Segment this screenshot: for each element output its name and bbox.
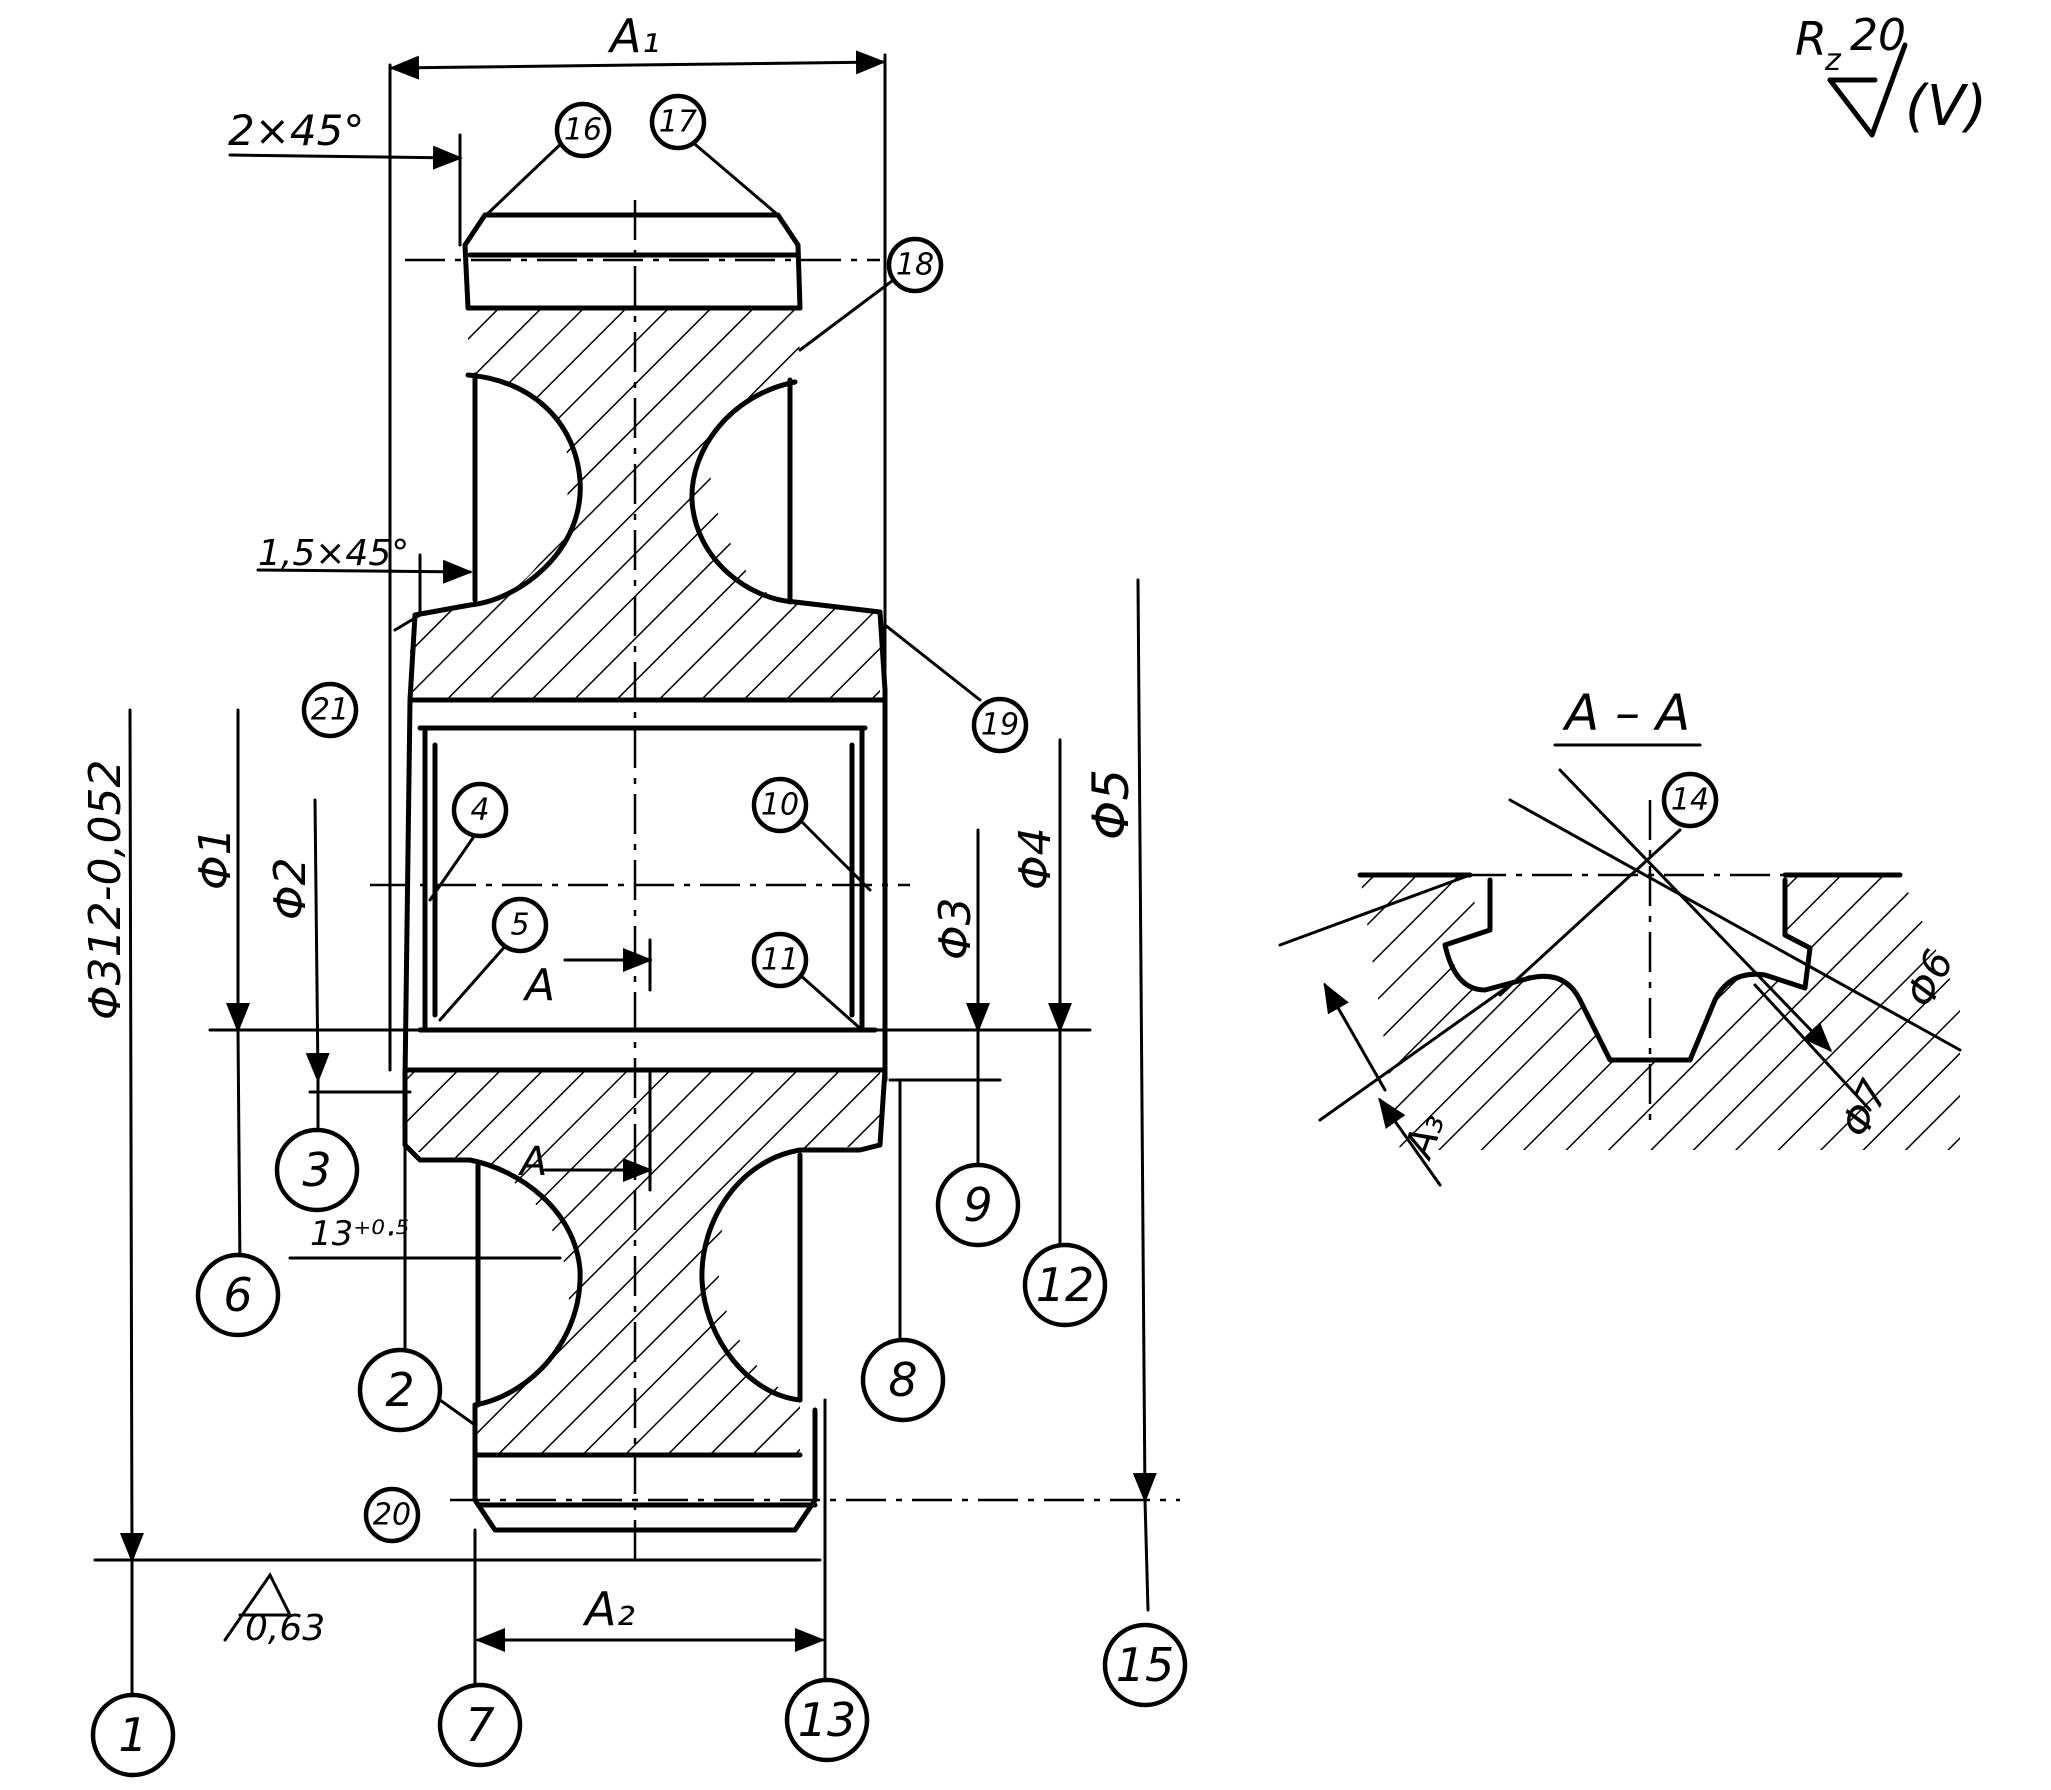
surface-bubble-17 bbox=[649, 93, 707, 151]
surface-bubble-6 bbox=[195, 1252, 281, 1338]
surface-number-1: 1 bbox=[118, 1708, 147, 1762]
surface-number-20: 20 bbox=[373, 1498, 411, 1533]
surface-bubble-16 bbox=[554, 101, 612, 159]
surface-bubble-13 bbox=[784, 1677, 870, 1763]
surface-bubble-4 bbox=[451, 781, 509, 839]
roughness-note: (V) bbox=[1905, 74, 1987, 139]
surface-bubble-14 bbox=[1661, 771, 1719, 829]
dimension-lines bbox=[119, 50, 1157, 1702]
surface-number-13: 13 bbox=[798, 1693, 857, 1747]
surface-number-18: 18 bbox=[896, 248, 934, 283]
section-marker-bottom: A bbox=[517, 1139, 547, 1185]
surface-bubble-11 bbox=[751, 931, 809, 989]
surface-number-5: 5 bbox=[510, 908, 529, 943]
dim-phi1: Φ1 bbox=[190, 827, 241, 890]
roughness-z: z bbox=[1824, 43, 1842, 78]
surface-number-21: 21 bbox=[311, 693, 349, 728]
surface-number-12: 12 bbox=[1036, 1258, 1095, 1312]
roughness-value: 20 bbox=[1850, 10, 1906, 61]
gear-section-hatching bbox=[405, 308, 880, 1455]
surface-bubble-18 bbox=[886, 236, 944, 294]
dim-chamfer-top: 2×45° bbox=[228, 106, 364, 155]
surface-number-7: 7 bbox=[465, 1698, 494, 1752]
surface-number-2: 2 bbox=[385, 1363, 414, 1417]
surface-number-9: 9 bbox=[963, 1178, 992, 1232]
surface-number-6: 6 bbox=[223, 1268, 252, 1322]
dim-chamfer-mid: 1,5×45° bbox=[258, 533, 409, 574]
roughness-symbol bbox=[1827, 42, 1908, 138]
roughness-base: 0,63 bbox=[245, 1608, 325, 1649]
roughness-rz: R bbox=[1795, 12, 1827, 66]
surface-bubble-20 bbox=[363, 1486, 421, 1544]
dim-a1: A₁ bbox=[607, 9, 660, 63]
surface-number-19: 19 bbox=[981, 708, 1019, 743]
surface-number-11: 11 bbox=[761, 943, 799, 978]
dim-phi4: Φ4 bbox=[1010, 827, 1061, 890]
surface-bubble-12 bbox=[1022, 1242, 1108, 1328]
center-lines bbox=[93, 200, 1180, 1562]
surface-number-3: 3 bbox=[302, 1143, 331, 1197]
section-marker-top: A bbox=[522, 960, 555, 1011]
surface-bubble-7 bbox=[437, 1682, 523, 1768]
surface-bubble-10 bbox=[751, 776, 809, 834]
surface-bubble-3 bbox=[274, 1127, 360, 1213]
surface-bubble-21 bbox=[301, 681, 359, 739]
surface-bubble-2 bbox=[357, 1347, 443, 1433]
dim-phi2: Φ2 bbox=[265, 857, 316, 920]
dim-outer-diameter: Φ312-0,052 bbox=[80, 760, 131, 1020]
surface-number-8: 8 bbox=[888, 1353, 917, 1407]
surface-number-10: 10 bbox=[761, 788, 799, 823]
surface-bubble-5 bbox=[491, 896, 549, 954]
section-title: A – A bbox=[1562, 684, 1690, 742]
surface-number-14: 14 bbox=[1671, 783, 1709, 818]
section-a-a bbox=[1278, 743, 1962, 1187]
surface-number-15: 15 bbox=[1116, 1638, 1175, 1692]
dim-phi3: Φ3 bbox=[930, 897, 981, 960]
dim-groove: 13⁺⁰·⁵ bbox=[310, 1214, 409, 1254]
dim-a2: A₂ bbox=[582, 1582, 635, 1636]
surface-bubble-9 bbox=[935, 1162, 1021, 1248]
surface-number-17: 17 bbox=[659, 105, 697, 140]
surface-number-16: 16 bbox=[564, 113, 602, 148]
surface-bubble-8 bbox=[860, 1337, 946, 1423]
surface-bubble-19 bbox=[971, 696, 1029, 754]
surface-bubble-1 bbox=[90, 1692, 176, 1778]
surface-number-4: 4 bbox=[470, 793, 489, 828]
dim-phi5: Φ5 bbox=[1082, 769, 1140, 840]
surface-bubble-15 bbox=[1102, 1622, 1188, 1708]
